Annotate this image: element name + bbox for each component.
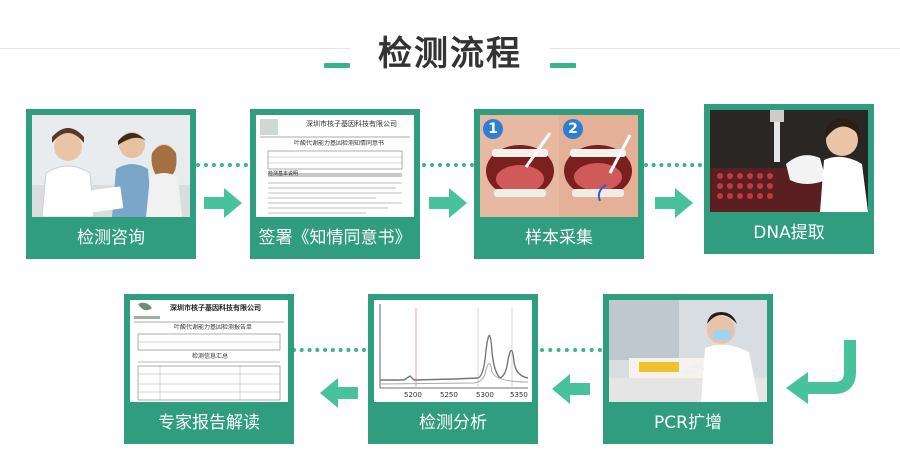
arrow-left-icon — [320, 378, 358, 408]
axis-tick-label: 5300 — [476, 391, 494, 399]
header: 检测流程 — [0, 18, 900, 78]
chromatogram-image: 5200 5250 5300 5350 — [374, 300, 532, 402]
consultation-photo — [32, 115, 190, 217]
axis-tick-label: 5250 — [440, 391, 458, 399]
report-company: 深圳市核子基因科技有限公司 — [170, 304, 261, 312]
report-heading: 叶酸代谢能力基因检测报告单 — [173, 324, 252, 331]
axis-tick-label: 5350 — [510, 391, 528, 399]
page-title: 检测流程 — [350, 26, 550, 75]
dna-extraction-photo — [710, 110, 868, 212]
report-summary: 检测信息汇总 — [191, 353, 228, 360]
step-label: DNA提取 — [753, 223, 825, 243]
step-card-report: 深圳市核子基因科技有限公司 叶酸代谢能力基因检测报告单 检测信息汇总 专家报告解… — [124, 294, 294, 444]
connector-dots — [422, 163, 474, 167]
connector-dots — [644, 163, 702, 167]
consent-heading: 叶酸代谢能力基因检测知情同意书 — [293, 140, 384, 147]
arrow-right-icon — [204, 188, 242, 218]
step-label: 检测分析 — [419, 413, 487, 433]
step-card-sampling: 1 2 样本采集 — [474, 109, 644, 259]
u-turn-arrow-icon — [786, 340, 856, 404]
step-card-consultation: 检测咨询 — [26, 109, 196, 259]
consent-document-image: 深圳市核子基因科技有限公司 叶酸代谢能力基因检测知情同意书 检测基本说明 — [256, 115, 414, 217]
connector-dots — [292, 348, 366, 352]
title-left-dash — [324, 63, 350, 68]
arrow-right-icon — [655, 188, 693, 218]
arrow-left-icon — [552, 374, 590, 404]
connector-dots — [540, 348, 602, 352]
consent-company: 深圳市核子基因科技有限公司 — [306, 120, 397, 128]
axis-tick-label: 5200 — [404, 391, 422, 399]
step-label: PCR扩增 — [654, 413, 722, 433]
step-card-dna-extraction: DNA提取 — [704, 104, 874, 254]
report-document-image: 深圳市核子基因科技有限公司 叶酸代谢能力基因检测报告单 检测信息汇总 — [130, 300, 288, 402]
consent-section: 检测基本说明 — [268, 171, 299, 177]
swab-step-number: 1 — [488, 121, 498, 137]
step-label: 检测咨询 — [77, 228, 145, 248]
arrow-right-icon — [429, 188, 467, 218]
pcr-photo — [609, 300, 767, 402]
step-card-pcr: PCR扩增 — [603, 294, 773, 444]
sampling-photo: 1 2 — [480, 115, 638, 217]
step-card-analysis: 5200 5250 5300 5350 检测分析 — [368, 294, 538, 444]
step-card-consent: 深圳市核子基因科技有限公司 叶酸代谢能力基因检测知情同意书 检测基本说明 签署《… — [250, 109, 420, 259]
step-label: 签署《知情同意书》 — [258, 228, 412, 248]
swab-step-number: 2 — [568, 121, 578, 137]
title-right-dash — [550, 63, 576, 68]
step-label: 专家报告解读 — [158, 413, 260, 433]
connector-dots — [196, 163, 248, 167]
step-label: 样本采集 — [525, 228, 593, 248]
